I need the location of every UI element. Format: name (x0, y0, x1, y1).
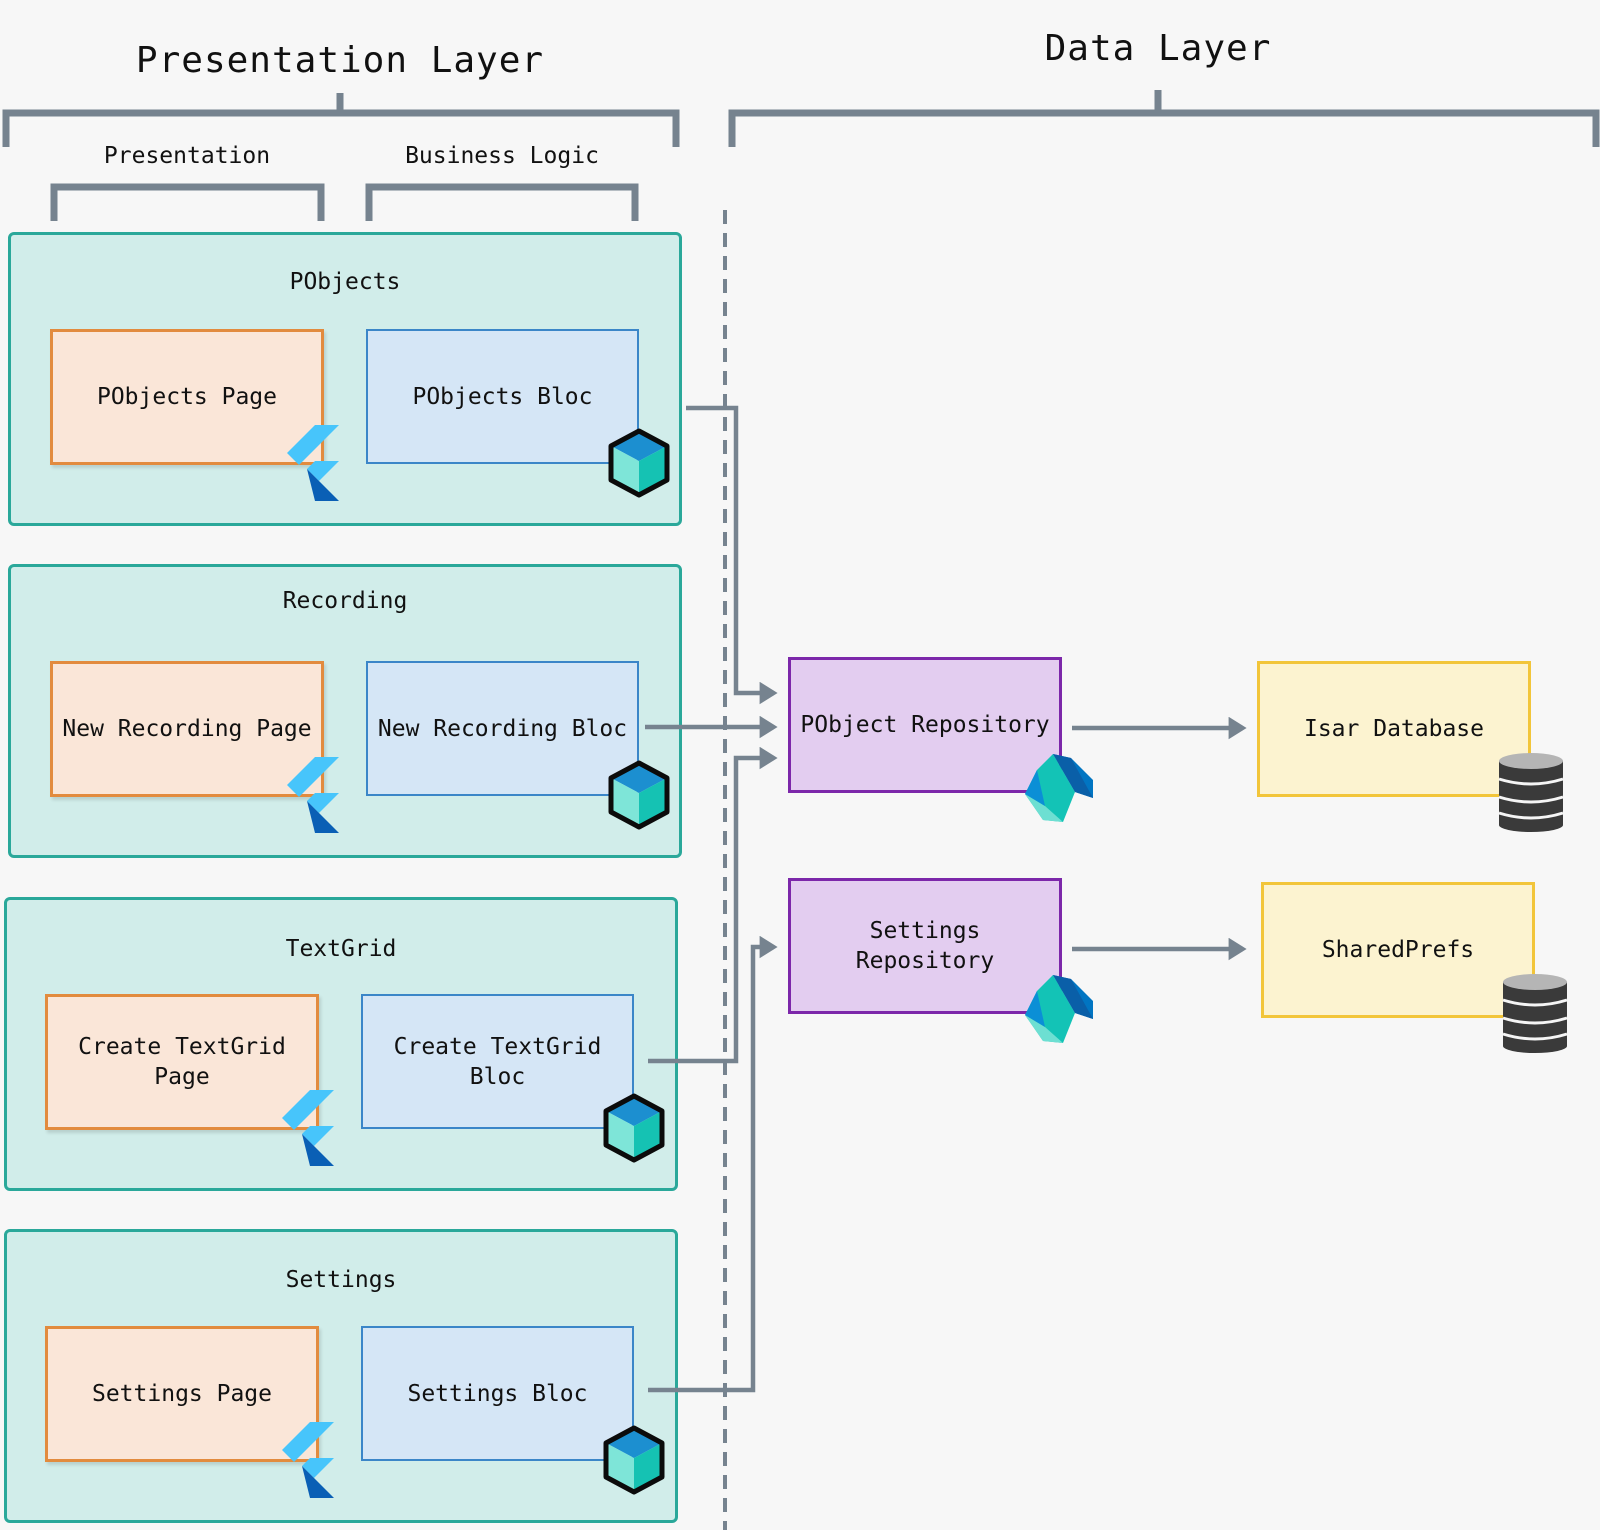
pobject-repository-box[interactable]: PObject Repository (788, 657, 1062, 793)
presentation-bracket (50, 183, 325, 221)
page-label: PObjects Page (96, 384, 277, 410)
repository-label: Settings Repository (855, 918, 995, 974)
isar-database-box[interactable]: Isar Database (1257, 661, 1531, 797)
presentation-layer-bracket (2, 93, 680, 147)
data-layer-title: Data Layer (1044, 28, 1272, 69)
sharedprefs-box[interactable]: SharedPrefs (1261, 882, 1535, 1018)
feature-title: Recording (282, 588, 408, 614)
new-recording-bloc-box[interactable]: New Recording Bloc (366, 661, 639, 796)
bloc-cube-icon (608, 760, 670, 830)
database-icon (1502, 974, 1568, 1053)
create-textgrid-page-box[interactable]: Create TextGrid Page (45, 994, 319, 1130)
create-textgrid-bloc-box[interactable]: Create TextGrid Bloc (361, 994, 634, 1129)
data-layer-bracket (728, 90, 1600, 147)
flutter-icon (282, 1422, 334, 1498)
repository-label: PObject Repository (800, 712, 1050, 738)
business-logic-bracket (365, 183, 639, 221)
database-icon (1498, 753, 1564, 832)
feature-title: TextGrid (285, 936, 397, 962)
new-recording-page-box[interactable]: New Recording Page (50, 661, 324, 797)
bloc-cube-icon (603, 1093, 665, 1163)
page-label: Settings Page (91, 1381, 272, 1407)
pobjects-page-box[interactable]: PObjects Page (50, 329, 324, 465)
connector-create-textgrid-bloc (648, 746, 778, 1064)
page-label: New Recording Page (62, 716, 312, 742)
page-label: Create TextGrid Page (78, 1034, 286, 1090)
flutter-icon (287, 757, 339, 833)
flutter-icon (282, 1090, 334, 1166)
bloc-label: PObjects Bloc (412, 383, 593, 410)
business-logic-subtitle: Business Logic (405, 143, 599, 169)
bloc-cube-icon (603, 1425, 665, 1495)
dart-icon (1025, 754, 1093, 822)
presentation-layer-title: Presentation Layer (135, 40, 545, 81)
feature-title: PObjects (289, 269, 401, 295)
connector-pobjects-bloc (686, 405, 778, 705)
dart-icon (1025, 975, 1093, 1043)
flutter-icon (287, 425, 339, 501)
bloc-label: Create TextGrid Bloc (393, 1033, 602, 1090)
feature-title: Settings (285, 1267, 397, 1293)
storage-label: SharedPrefs (1321, 937, 1475, 963)
pobjects-bloc-box[interactable]: PObjects Bloc (366, 329, 639, 464)
bloc-cube-icon (608, 428, 670, 498)
bloc-label: Settings Bloc (407, 1380, 588, 1407)
connector-settings-bloc (648, 935, 778, 1393)
settings-repository-box[interactable]: Settings Repository (788, 878, 1062, 1014)
storage-label: Isar Database (1303, 716, 1484, 742)
settings-bloc-box[interactable]: Settings Bloc (361, 1326, 634, 1461)
presentation-subtitle: Presentation (103, 143, 271, 169)
settings-page-box[interactable]: Settings Page (45, 1326, 319, 1462)
bloc-label: New Recording Bloc (377, 715, 628, 742)
